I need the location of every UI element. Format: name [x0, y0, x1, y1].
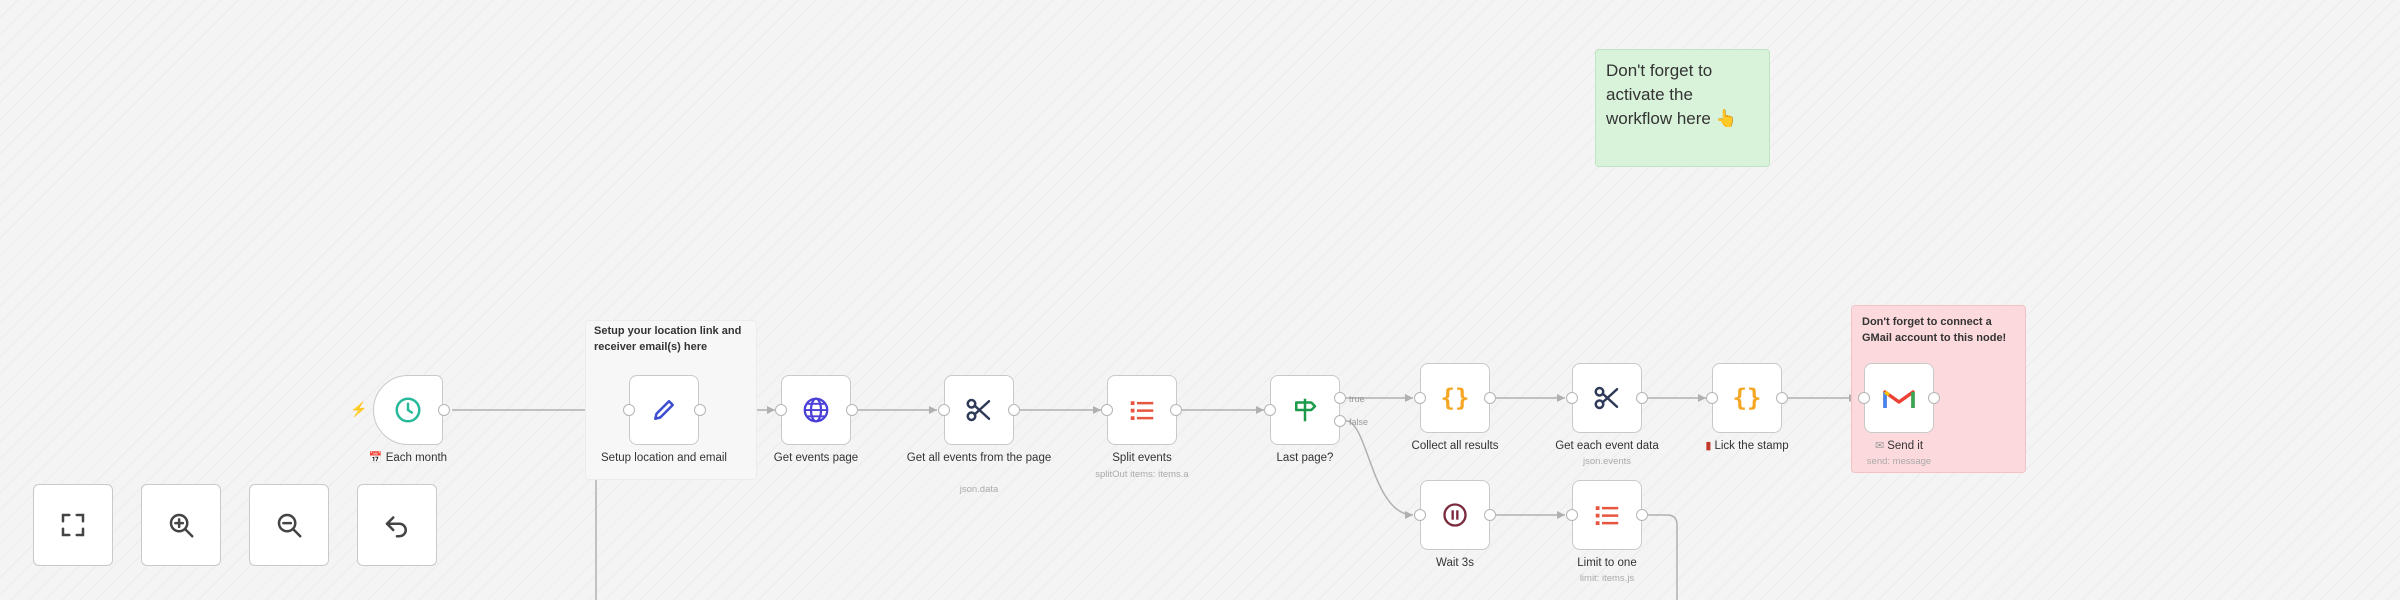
- node-label-get-events-page: Get events page: [773, 452, 859, 464]
- node-collect-all-results[interactable]: {}: [1420, 363, 1490, 433]
- arrow-head: [1093, 406, 1101, 414]
- node-sub-send: send: message: [1866, 456, 1932, 467]
- arrow-head: [1256, 406, 1264, 414]
- input-handle[interactable]: [1264, 404, 1276, 416]
- input-handle[interactable]: [1858, 392, 1870, 404]
- fit-view-button[interactable]: [33, 484, 113, 566]
- node-label-send: ✉ Send it: [1874, 440, 1924, 452]
- node-label-each-month: 📅 Each month: [368, 452, 448, 464]
- input-handle[interactable]: [1566, 509, 1578, 521]
- list-icon: [1595, 506, 1619, 525]
- zoom-in-icon: [169, 513, 194, 538]
- node-label-get-all-events: Get all events from the page: [906, 452, 1052, 464]
- node-limit-to-one[interactable]: [1572, 480, 1642, 550]
- node-label-stamp: ▮ Lick the stamp: [1705, 440, 1789, 452]
- trigger-bolt-icon: ⚡: [350, 401, 368, 417]
- node-setup-location-email[interactable]: [629, 375, 699, 445]
- node-label-each-event: Get each event data: [1555, 440, 1659, 452]
- arrow-head: [1405, 511, 1413, 519]
- output-handle[interactable]: [1170, 404, 1182, 416]
- input-handle[interactable]: [1566, 392, 1578, 404]
- zoom-out-icon: [277, 513, 302, 538]
- node-send-it[interactable]: [1864, 363, 1934, 433]
- pause-icon: [1443, 503, 1467, 527]
- arrow-head: [1557, 511, 1565, 519]
- output-handle[interactable]: [1008, 404, 1020, 416]
- arrow-head: [767, 406, 775, 414]
- input-handle[interactable]: [1706, 392, 1718, 404]
- signpost-icon: [1295, 398, 1317, 422]
- envelope-icon: ✉: [1874, 440, 1888, 452]
- node-label-wait: Wait 3s: [1436, 557, 1474, 569]
- node-sub-split-events: splitOut items: items.a: [1095, 469, 1189, 480]
- arrow-head: [1698, 394, 1706, 402]
- sticky-note-setup-text: Setup your location link and receiver em…: [594, 325, 742, 353]
- zoom-out-button[interactable]: [249, 484, 329, 566]
- calendar-icon: 📅: [368, 452, 386, 464]
- scissors-icon: [1594, 386, 1619, 410]
- output-handle[interactable]: [1636, 392, 1648, 404]
- input-handle[interactable]: [775, 404, 787, 416]
- node-sub-get-all-events: json.data: [959, 484, 999, 495]
- reset-view-button[interactable]: [357, 484, 437, 566]
- sticky-note-activate-text: Don't forget to activate the workflow he…: [1606, 61, 1737, 128]
- branch-label-true: true: [1349, 394, 1365, 404]
- stamp-emoji-icon: ▮: [1705, 440, 1715, 452]
- input-handle[interactable]: [1414, 392, 1426, 404]
- sticky-note-activate[interactable]: Don't forget to activate the workflow he…: [1595, 49, 1770, 167]
- arrow-head: [929, 406, 937, 414]
- output-handle[interactable]: [1776, 392, 1788, 404]
- output-handle[interactable]: [1484, 392, 1496, 404]
- node-label-setup: Setup location and email: [601, 452, 727, 464]
- undo-icon: [385, 516, 407, 538]
- input-handle[interactable]: [623, 404, 635, 416]
- edge-limit-loop-down: [1648, 514, 1678, 600]
- node-get-each-event-data[interactable]: [1572, 363, 1642, 433]
- globe-icon: [803, 397, 829, 423]
- gmail-icon: [1883, 390, 1915, 408]
- input-handle[interactable]: [938, 404, 950, 416]
- output-handle[interactable]: [1636, 509, 1648, 521]
- output-handle[interactable]: [694, 404, 706, 416]
- fullscreen-icon: [61, 513, 85, 537]
- input-handle[interactable]: [1414, 509, 1426, 521]
- arrow-head: [1405, 394, 1413, 402]
- zoom-in-button[interactable]: [141, 484, 221, 566]
- node-split-events[interactable]: [1107, 375, 1177, 445]
- output-handle-true[interactable]: [1334, 392, 1346, 404]
- node-last-page[interactable]: [1270, 375, 1340, 445]
- node-get-all-events[interactable]: [944, 375, 1014, 445]
- node-label-limit: Limit to one: [1577, 557, 1637, 569]
- output-handle[interactable]: [438, 404, 450, 416]
- branch-label-false: false: [1349, 417, 1369, 427]
- output-handle[interactable]: [846, 404, 858, 416]
- sticky-note-gmail-text: Don't forget to connect a GMail account …: [1862, 316, 2007, 344]
- input-handle[interactable]: [1101, 404, 1113, 416]
- node-sub-each-event: json.events: [1582, 456, 1632, 467]
- code-braces-icon: {}: [1732, 384, 1762, 412]
- output-handle[interactable]: [1928, 392, 1940, 404]
- list-icon: [1130, 401, 1154, 420]
- node-get-events-page[interactable]: [781, 375, 851, 445]
- node-lick-the-stamp[interactable]: {}: [1712, 363, 1782, 433]
- node-wait-3s[interactable]: [1420, 480, 1490, 550]
- pencil-icon: [654, 400, 674, 420]
- node-each-month[interactable]: [373, 375, 443, 445]
- arrow-head: [1557, 394, 1565, 402]
- code-braces-icon: {}: [1440, 384, 1470, 412]
- output-handle[interactable]: [1484, 509, 1496, 521]
- node-label-last-page: Last page?: [1276, 452, 1334, 464]
- clock-icon: [395, 397, 421, 423]
- scissors-icon: [966, 398, 991, 422]
- node-label-split-events: Split events: [1112, 452, 1172, 464]
- node-label-collect: Collect all results: [1411, 440, 1499, 452]
- output-handle-false[interactable]: [1334, 415, 1346, 427]
- node-sub-limit: limit: items.js: [1579, 573, 1635, 584]
- edge-last-page-false-to-wait: [1345, 420, 1414, 516]
